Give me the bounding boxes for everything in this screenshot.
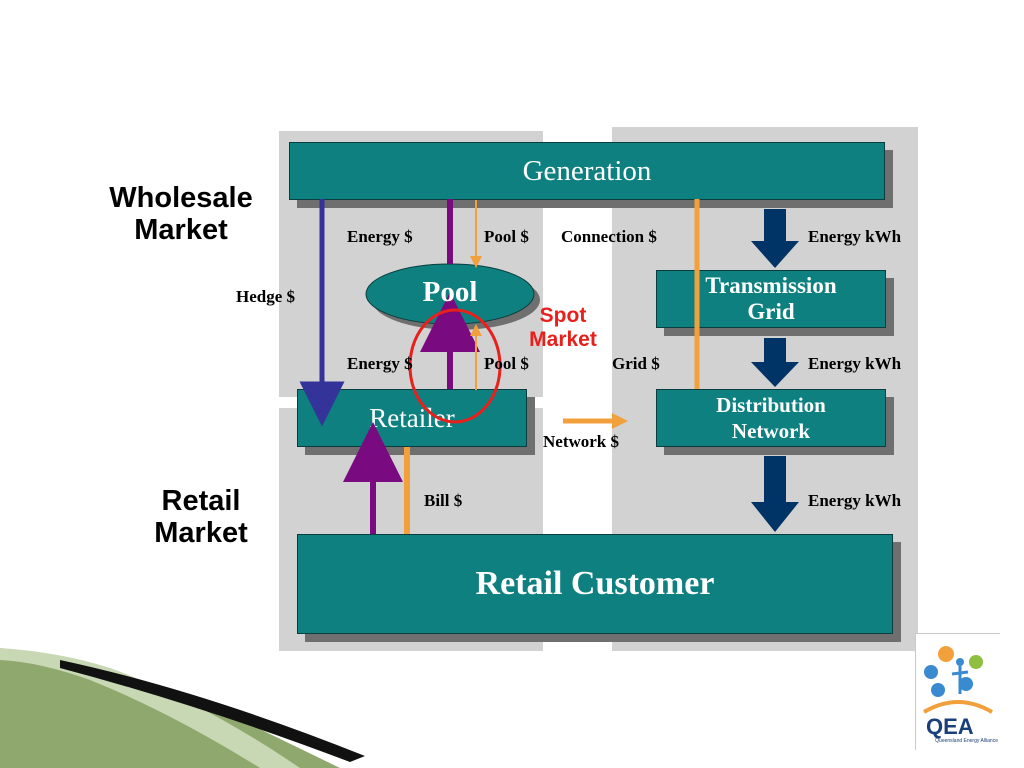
transmission-grid-box[interactable]: Transmission Grid [656,270,886,328]
decorative-swoosh [0,648,365,768]
distribution-network-box[interactable]: Distribution Network [656,389,886,447]
qea-logo-graphic [922,646,994,714]
grid-dollar-label: Grid $ [612,354,660,373]
energy-dollar-mid-label: Energy $ [347,354,413,373]
energy-kwh-top-label: Energy kWh [808,227,902,246]
pool-dollar-mid-label: Pool $ [484,354,529,373]
sun-icon [938,646,954,662]
hedge-dollar-label: Hedge $ [236,287,296,306]
retail-market-label: Retail Market [154,485,248,549]
pool-dollar-top-label: Pool $ [484,227,529,246]
qea-logo-subtext: Queensland Energy Alliance [935,738,998,744]
flame-icon [969,655,983,669]
bill-dollar-label: Bill $ [424,491,463,510]
fan-icon [931,683,945,697]
qea-logo-text: QEA [926,714,974,739]
network-dollar-arrow [563,413,628,429]
water-drop-icon [924,665,938,679]
energy-kwh-mid-label: Energy kWh [808,354,902,373]
pool-label[interactable]: Pool [422,276,478,308]
energy-kwh-arrow-mid [751,338,799,387]
wholesale-market-label: Wholesale Market [109,182,253,246]
energy-kwh-bottom-label: Energy kWh [808,491,902,510]
spot-market-label: Spot Market [529,304,597,351]
spot-market-circle [408,308,502,424]
energy-dollar-top-label: Energy $ [347,227,413,246]
network-dollar-label: Network $ [543,432,620,451]
generation-box[interactable]: Generation [289,142,885,200]
retail-customer-box[interactable]: Retail Customer [297,534,893,634]
energy-kwh-arrow-top [751,209,799,268]
qea-logo: QEA Queensland Energy Alliance [915,633,1000,750]
wind-turbine-icon [959,677,973,691]
connection-dollar-label: Connection $ [561,227,657,246]
energy-kwh-arrow-bottom [751,456,799,532]
person-icon [956,658,964,666]
